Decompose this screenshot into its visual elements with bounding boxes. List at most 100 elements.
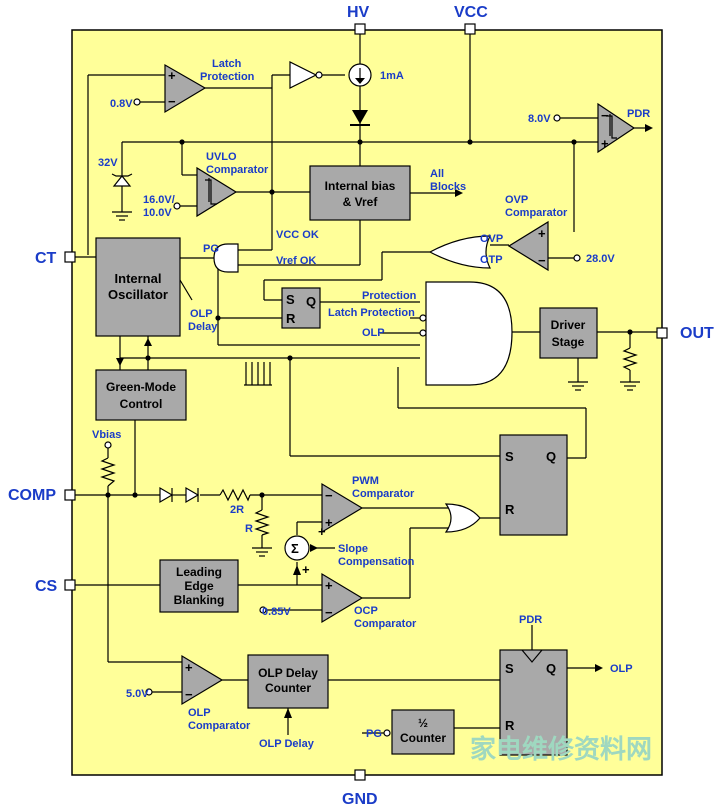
ovp-otp-or-gate — [428, 235, 491, 269]
svg-text:Stage: Stage — [552, 335, 585, 349]
pin-out: OUT — [656, 325, 714, 342]
signal-labels: Latch Protection 0.8V 1mA PDR 8.0V 32V U… — [92, 58, 650, 750]
svg-text:S: S — [286, 292, 295, 307]
pin-comp: COMP — [8, 487, 76, 504]
svg-text:−: − — [538, 253, 546, 268]
svg-text:Q: Q — [546, 661, 556, 676]
pg-and-gate — [213, 243, 239, 273]
current-source-1ma — [348, 63, 372, 87]
svg-text:+: + — [168, 68, 176, 83]
svg-text:All: All — [430, 168, 444, 180]
green-mode-control-block: Green-Mode Control — [95, 369, 187, 421]
inverter-buffer — [289, 61, 323, 89]
wires — [75, 34, 657, 735]
svg-text:Delay: Delay — [188, 321, 218, 333]
svg-text:Internal bias: Internal bias — [325, 179, 396, 193]
arrows — [116, 124, 653, 718]
svg-text:Comparator: Comparator — [188, 720, 251, 732]
svg-text:Control: Control — [120, 397, 163, 411]
internal-bias-block: Internal bias & Vref — [309, 165, 411, 221]
svg-text:+: + — [185, 660, 193, 675]
svg-text:OVP: OVP — [505, 194, 528, 206]
svg-text:HV: HV — [347, 4, 370, 21]
svg-text:Counter: Counter — [400, 731, 446, 745]
svg-text:Oscillator: Oscillator — [108, 287, 168, 302]
svg-text:+: + — [325, 515, 333, 530]
svg-text:GND: GND — [342, 791, 378, 808]
svg-text:−: − — [185, 687, 193, 702]
pulse-train-icon — [244, 362, 272, 386]
svg-text:PG: PG — [203, 243, 219, 255]
svg-text:R: R — [286, 311, 296, 326]
svg-text:Green-Mode: Green-Mode — [106, 380, 176, 394]
svg-text:16.0V/: 16.0V/ — [143, 194, 175, 206]
svg-text:Leading: Leading — [176, 565, 222, 579]
svg-text:−: − — [325, 605, 333, 620]
svg-text:S: S — [505, 661, 514, 676]
svg-text:Latch: Latch — [212, 58, 242, 70]
svg-text:Counter: Counter — [265, 681, 311, 695]
svg-text:5.0V: 5.0V — [126, 688, 149, 700]
svg-text:−: − — [168, 94, 176, 109]
svg-text:Comparator: Comparator — [206, 164, 269, 176]
svg-text:Blanking: Blanking — [174, 593, 225, 607]
svg-text:UVLO: UVLO — [206, 151, 237, 163]
pin-ct: CT — [35, 250, 76, 267]
svg-text:OLP: OLP — [610, 663, 633, 675]
svg-text:Protection: Protection — [200, 71, 255, 83]
svg-text:Blocks: Blocks — [430, 181, 466, 193]
svg-text:½: ½ — [418, 716, 428, 730]
sr-latch-pwm: S R Q — [499, 434, 568, 536]
reference-terminals — [104, 98, 581, 737]
svg-text:Slope: Slope — [338, 543, 368, 555]
svg-text:R: R — [505, 718, 515, 733]
svg-text:+: + — [318, 524, 326, 539]
svg-text:OLP Delay: OLP Delay — [258, 666, 318, 680]
pdr-comparator: − + — [597, 102, 636, 154]
svg-text:OLP: OLP — [362, 327, 385, 339]
svg-text:32V: 32V — [98, 157, 118, 169]
pin-hv: HV — [347, 4, 370, 35]
svg-text:+: + — [538, 226, 546, 241]
svg-text:Vbias: Vbias — [92, 429, 121, 441]
svg-text:Σ: Σ — [291, 541, 299, 556]
svg-text:OVP: OVP — [480, 233, 503, 245]
svg-text:Comparator: Comparator — [352, 488, 415, 500]
pwm-or-gate — [444, 503, 481, 533]
comp-diodes — [159, 486, 200, 504]
resistors — [100, 347, 638, 536]
svg-text:CS: CS — [35, 578, 58, 595]
olp-comparator: + − — [181, 654, 224, 706]
svg-text:Q: Q — [546, 449, 556, 464]
svg-text:Q: Q — [306, 294, 316, 309]
svg-text:PDR: PDR — [519, 614, 542, 626]
uvlo-comparator — [196, 166, 238, 218]
svg-text:PWM: PWM — [352, 475, 379, 487]
svg-text:Edge: Edge — [184, 579, 214, 593]
pin-cs: CS — [35, 578, 76, 595]
svg-text:Internal: Internal — [115, 271, 162, 286]
svg-text:28.0V: 28.0V — [586, 253, 615, 265]
slope-summer: Σ — [284, 535, 310, 561]
latch-protection-comparator: + − — [164, 63, 207, 114]
leading-edge-blanking-block: Leading Edge Blanking — [159, 559, 239, 613]
grounds — [252, 381, 640, 557]
svg-text:+: + — [302, 562, 310, 577]
svg-text:CT: CT — [35, 250, 57, 267]
svg-text:+: + — [601, 136, 609, 151]
svg-text:0.85V: 0.85V — [262, 606, 291, 618]
svg-text:OTP: OTP — [480, 254, 503, 266]
pwm-comparator: − + — [321, 482, 364, 534]
svg-text:Protection: Protection — [362, 290, 417, 302]
svg-text:OLP Delay: OLP Delay — [259, 738, 315, 750]
svg-text:家电维修资料网: 家电维修资料网 — [470, 734, 652, 765]
internal-oscillator-block: Internal Oscillator — [95, 237, 181, 337]
svg-text:−: − — [325, 488, 333, 503]
olp-delay-counter-block: OLP Delay Counter — [247, 654, 329, 709]
svg-text:VCC: VCC — [454, 4, 488, 21]
pin-gnd: GND — [342, 769, 378, 808]
ocp-comparator: + − — [321, 572, 364, 624]
hv-diode — [350, 110, 370, 126]
svg-text:R: R — [245, 523, 253, 535]
